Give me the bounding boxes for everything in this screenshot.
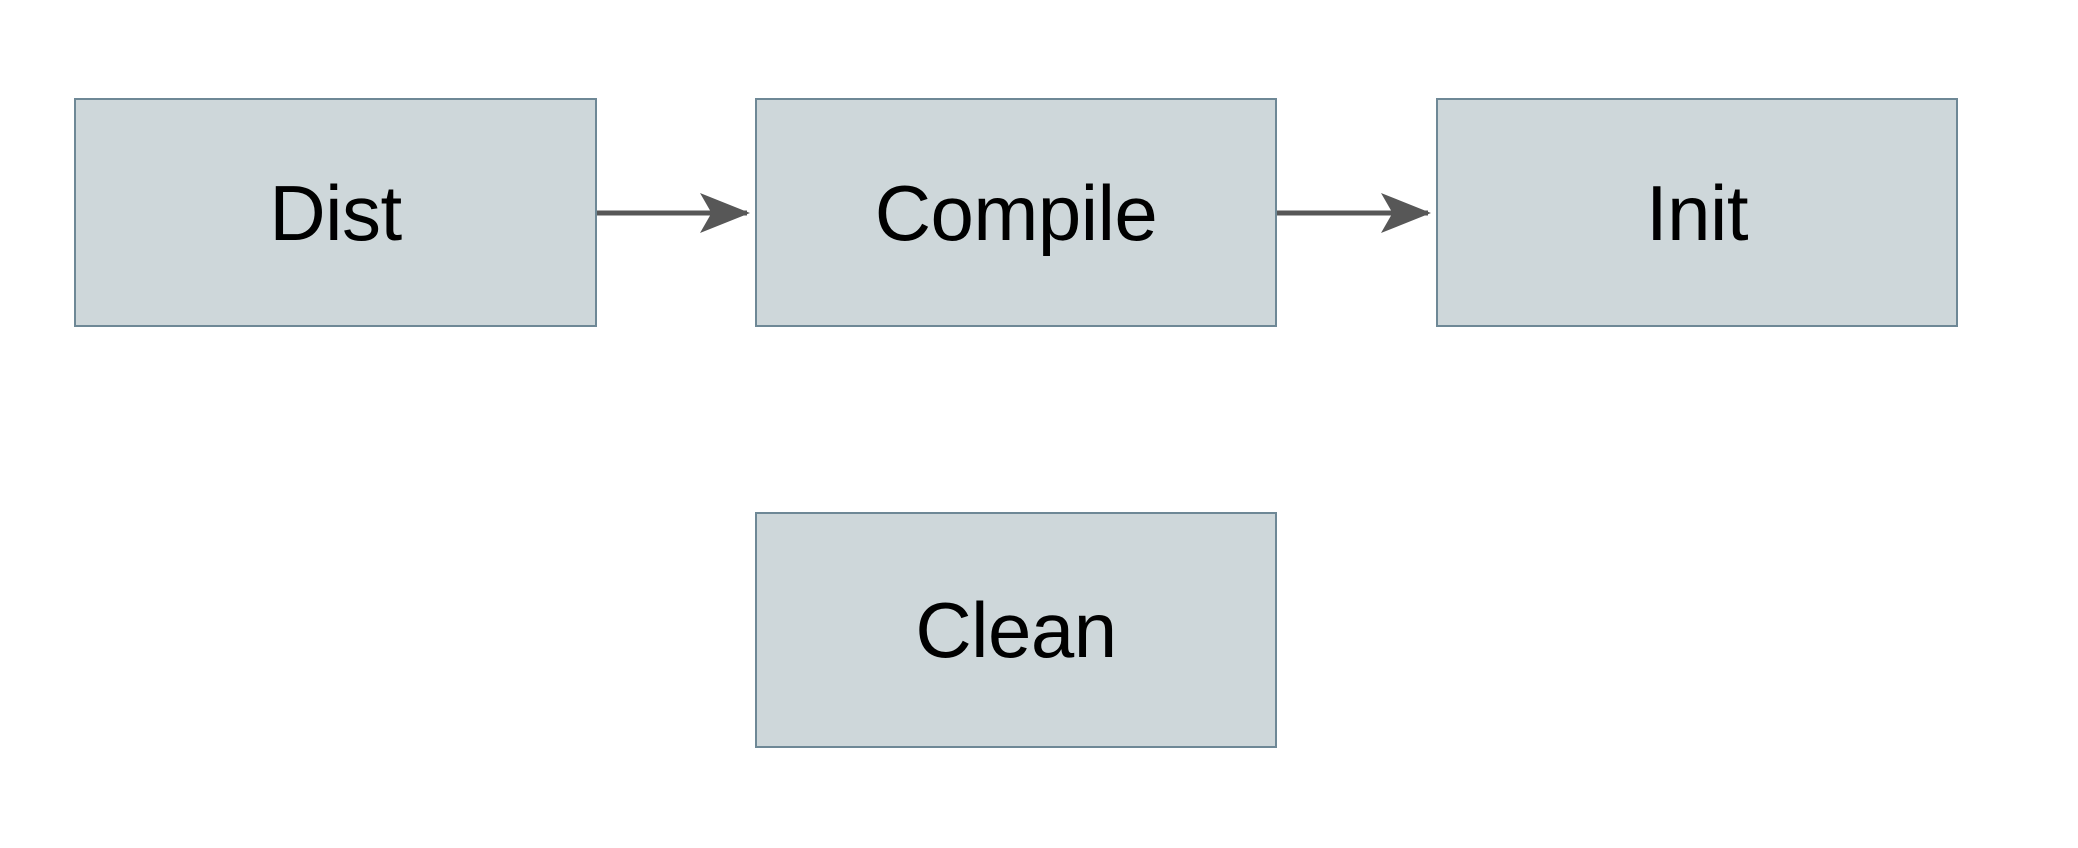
node-compile-label: Compile [874,168,1158,257]
node-dist[interactable]: Dist [74,98,597,327]
node-compile[interactable]: Compile [755,98,1277,327]
node-clean-label: Clean [915,586,1117,674]
node-clean[interactable]: Clean [755,512,1277,748]
node-dist-label: Dist [269,168,402,257]
node-init-label: Init [1645,168,1749,257]
node-init[interactable]: Init [1436,98,1958,327]
